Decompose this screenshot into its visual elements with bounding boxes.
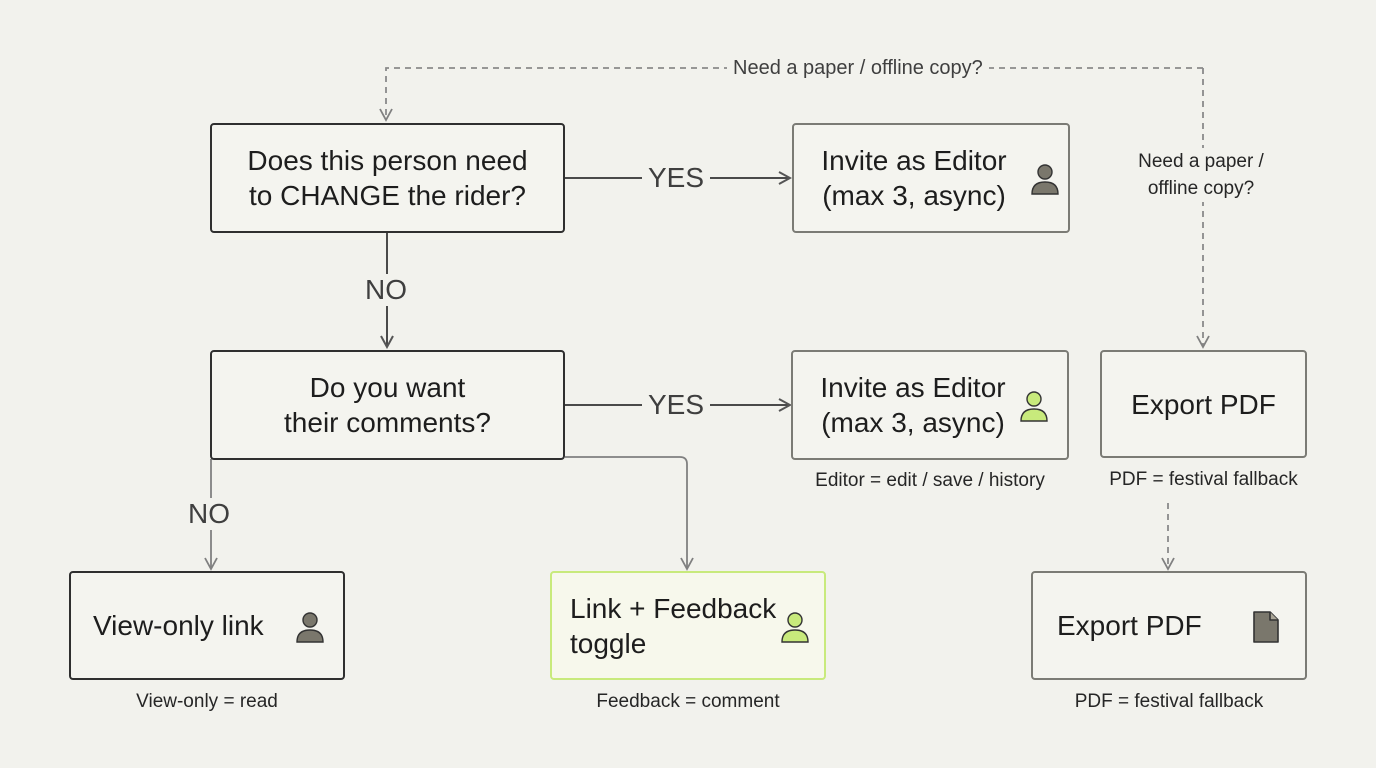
- offline-copy-side-label: Need a paper / offline copy?: [1118, 148, 1284, 202]
- offline-copy-label: Need a paper / offline copy?: [727, 54, 989, 82]
- person-icon: [780, 611, 810, 650]
- document-icon: [1251, 609, 1281, 650]
- view-only-text: View-only link: [93, 610, 264, 641]
- feedback-caption: Feedback = comment: [596, 691, 780, 712]
- no-label-top: NO: [359, 274, 413, 306]
- export-pdf-text-upper: Export PDF: [1131, 388, 1276, 420]
- question-change-rider: Does this person need to CHANGE the ride…: [210, 123, 565, 233]
- person-icon: [1030, 163, 1060, 202]
- yes-label-top: YES: [642, 162, 711, 194]
- export-pdf-box-lower: Export PDF: [1031, 571, 1307, 680]
- export-pdf-text-lower: Export PDF: [1057, 610, 1202, 641]
- invite-editor-text-mid: Invite as Editor (max 3, async): [820, 372, 1006, 438]
- feedback-connector: [565, 456, 694, 571]
- no-label-bottom: NO: [182, 498, 236, 530]
- pdf-caption-upper: PDF = festival fallback: [1109, 469, 1298, 490]
- link-feedback-toggle-box: Link + Feedback toggle: [550, 571, 826, 680]
- view-only-link-box: View-only link: [69, 571, 345, 680]
- view-only-caption: View-only = read: [136, 691, 278, 712]
- editor-caption: Editor = edit / save / history: [815, 470, 1045, 491]
- link-feedback-text: Link + Feedback toggle: [570, 592, 777, 659]
- invite-editor-box-top: Invite as Editor (max 3, async): [792, 123, 1070, 233]
- pdf-caption-lower: PDF = festival fallback: [1074, 691, 1264, 712]
- offline-loop-connector: [379, 67, 1203, 122]
- invite-editor-box-mid: Invite as Editor (max 3, async): [791, 350, 1069, 460]
- invite-editor-text-top: Invite as Editor (max 3, async): [821, 145, 1007, 211]
- question-comments-text: Do you want their comments?: [284, 372, 491, 438]
- person-icon: [295, 611, 325, 650]
- yes-label-mid: YES: [642, 389, 711, 421]
- export-pdf-box-upper: Export PDF: [1100, 350, 1307, 458]
- question-change-text: Does this person need to CHANGE the ride…: [247, 145, 528, 211]
- question-comments: Do you want their comments?: [210, 350, 565, 460]
- person-icon: [1019, 390, 1049, 429]
